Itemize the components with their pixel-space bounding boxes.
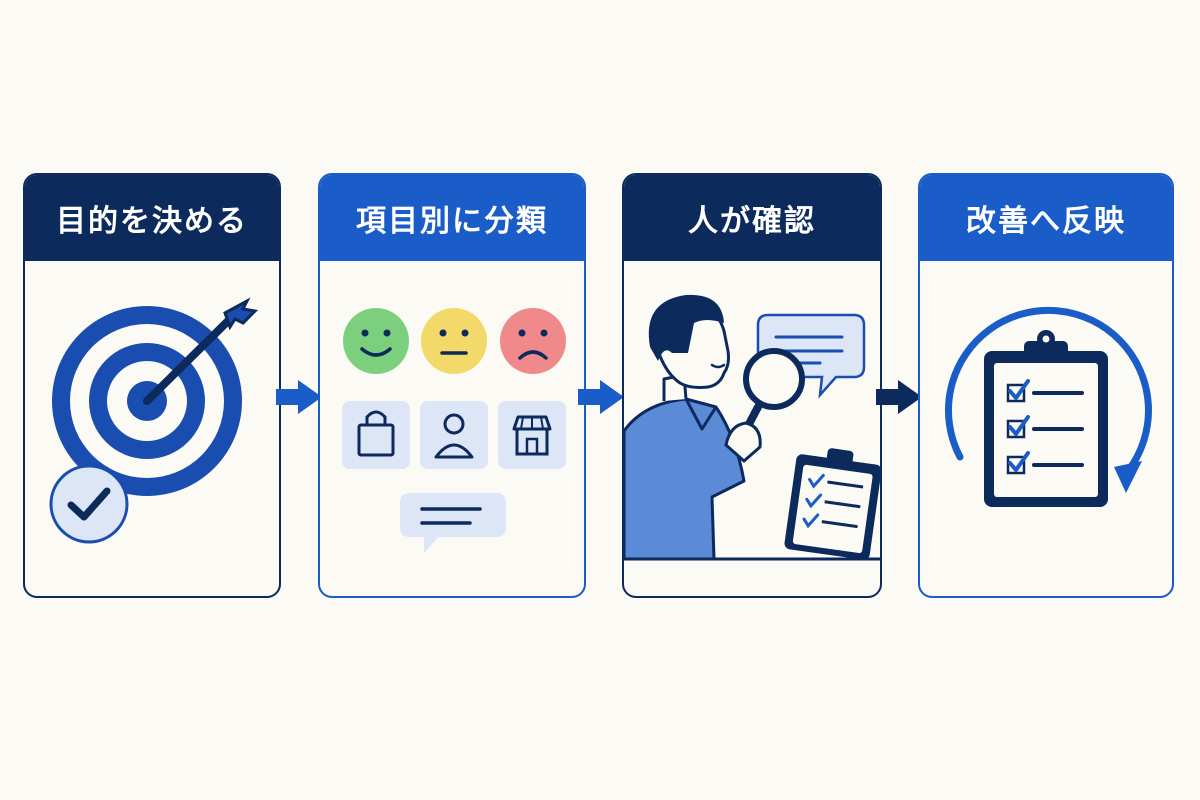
neutral-face-icon (421, 308, 487, 374)
step-title-4: 改善へ反映 (920, 175, 1172, 261)
checklist-clipboard-icon (784, 448, 880, 560)
flow-arrow-2 (578, 380, 624, 414)
user-icon (420, 401, 488, 469)
cycle-arrow-icon (944, 306, 1152, 493)
store-icon (498, 401, 566, 469)
happy-face-icon (343, 308, 409, 374)
step-card-1: 目的を決める (23, 173, 281, 598)
step-card-2: 項目別に分類 (318, 173, 586, 598)
step-body-2 (320, 261, 584, 596)
step-title-3: 人が確認 (624, 175, 880, 261)
step-body-1 (25, 261, 279, 596)
shopping-bag-icon (342, 401, 410, 469)
sad-face-icon (500, 308, 566, 374)
step-title-1: 目的を決める (25, 175, 279, 261)
target-icon (49, 297, 259, 544)
comment-bubble-icon (400, 493, 506, 553)
clipboard-icon (984, 330, 1108, 507)
flow-arrow-1 (276, 380, 322, 414)
flow-arrow-3 (876, 380, 922, 414)
step-card-4: 改善へ反映 (918, 173, 1174, 598)
step-body-3 (624, 261, 880, 596)
step-card-3: 人が確認 (622, 173, 882, 598)
step-title-2: 項目別に分類 (320, 175, 584, 261)
person-icon (624, 294, 746, 561)
step-body-4 (920, 261, 1172, 596)
magnifying-glass-icon (724, 348, 805, 463)
check-badge-icon (49, 464, 129, 544)
